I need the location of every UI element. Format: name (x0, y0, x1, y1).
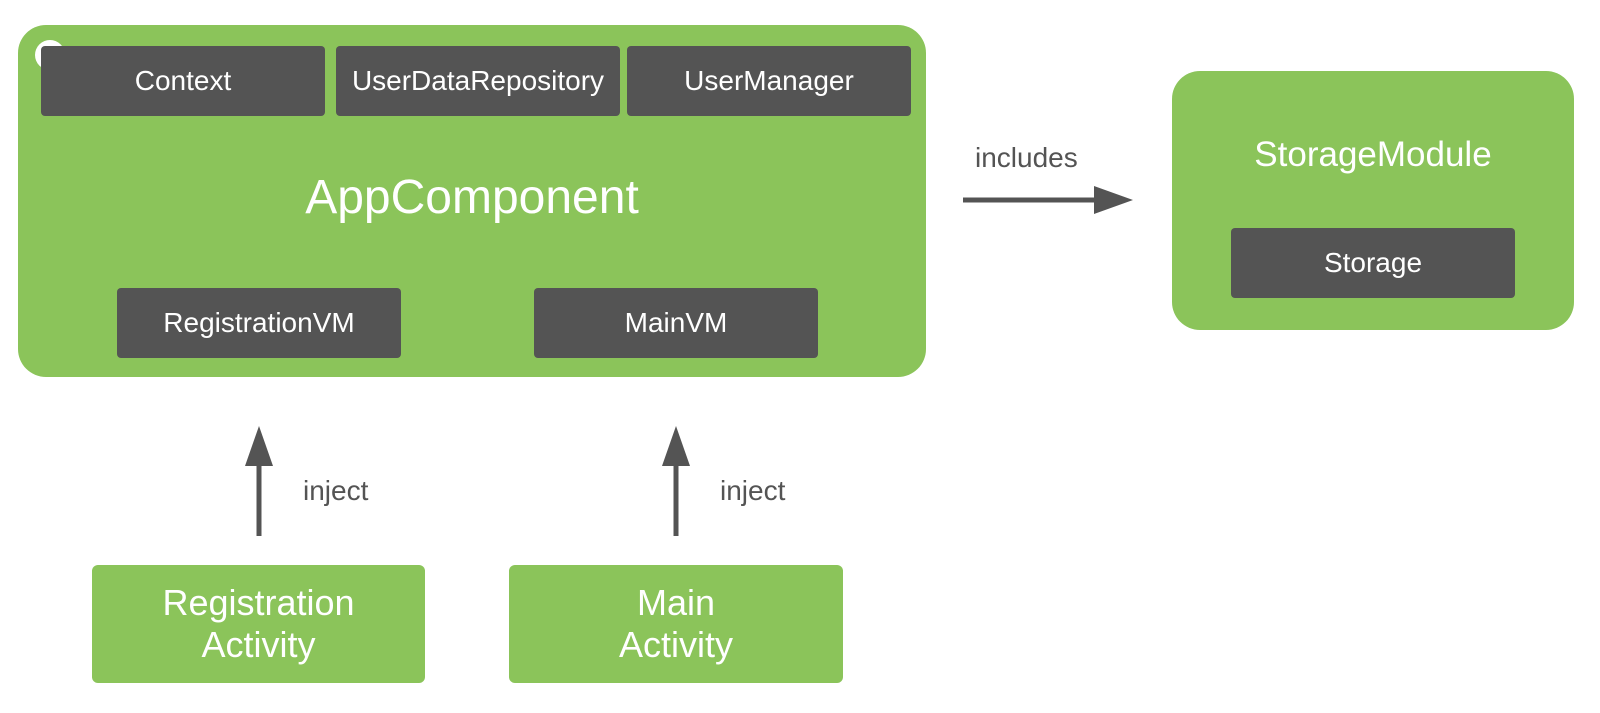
inject-arrow-left (245, 426, 273, 536)
node-context-label: Context (134, 65, 232, 96)
node-user-data-repository-label: UserDataRepository (351, 65, 605, 96)
node-storage-label: Storage (1323, 247, 1423, 278)
main-activity-box: Main Activity (509, 565, 843, 683)
node-context: Context (41, 46, 325, 116)
inject-arrow-right (662, 426, 690, 536)
node-storage: Storage (1231, 228, 1515, 298)
node-main-vm-label: MainVM (624, 307, 728, 338)
main-activity-line2: Activity (618, 624, 733, 665)
inject-label-right: inject (720, 475, 786, 506)
inject-label-left: inject (303, 475, 369, 506)
node-user-manager: UserManager (627, 46, 911, 116)
storage-module-title: StorageModule (1254, 135, 1492, 174)
node-user-data-repository: UserDataRepository (336, 46, 620, 116)
node-registration-vm-label: RegistrationVM (163, 307, 355, 338)
node-user-manager-label: UserManager (684, 65, 854, 96)
registration-activity-line1: Registration (162, 582, 355, 623)
registration-activity-box: Registration Activity (92, 565, 425, 683)
includes-arrow (963, 186, 1133, 214)
includes-label: includes (975, 142, 1078, 173)
app-component-title: AppComponent (305, 171, 639, 224)
registration-activity-line2: Activity (201, 624, 316, 665)
main-activity-line1: Main (636, 582, 716, 623)
node-registration-vm: RegistrationVM (117, 288, 401, 358)
node-main-vm: MainVM (534, 288, 818, 358)
